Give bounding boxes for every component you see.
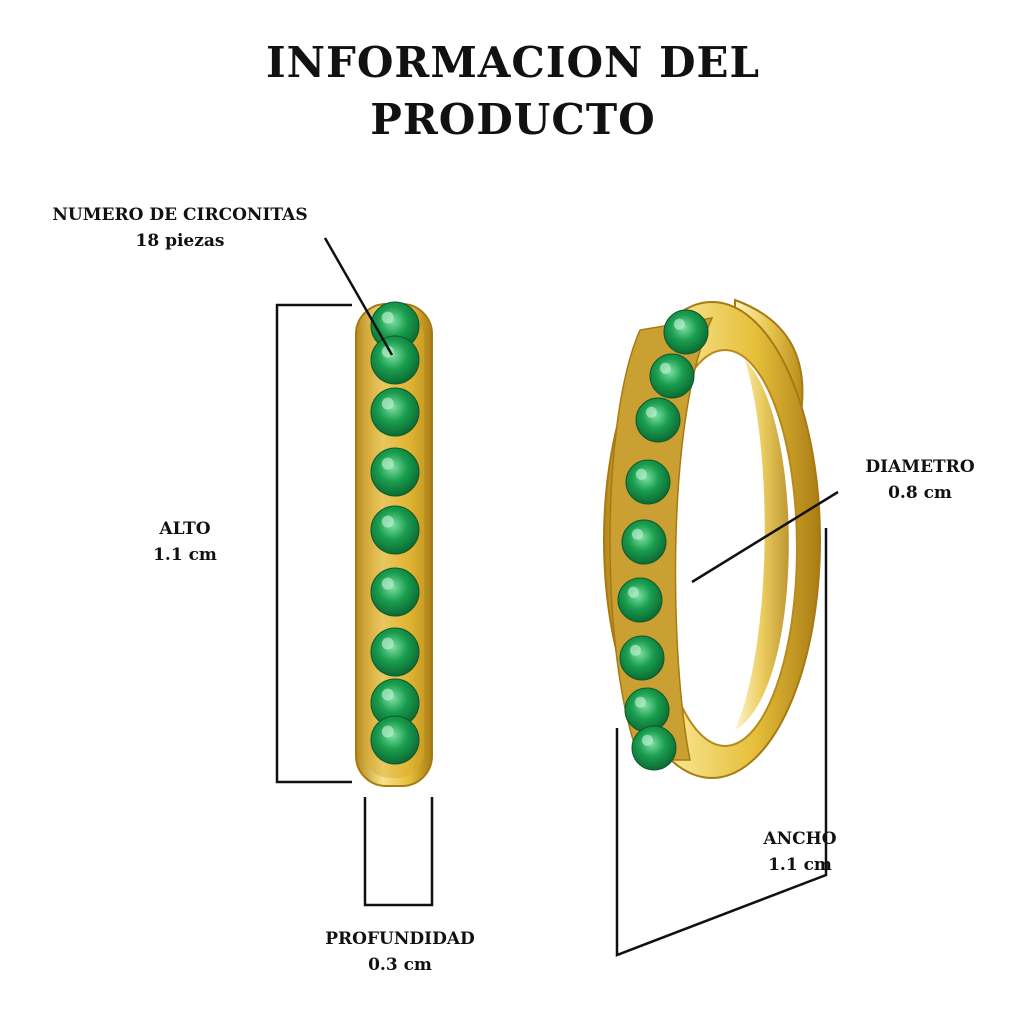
diametro-label-value: 0.8 cm (888, 483, 952, 503)
emerald-stone (370, 567, 420, 617)
page-title-line-1: INFORMACION DEL (265, 38, 761, 87)
circonitas-label: NUMERO DE CIRCONITAS 18 piezas (30, 202, 330, 254)
gem-highlight (635, 468, 647, 480)
emerald-stone (621, 519, 667, 565)
earring-hoop-view (603, 298, 821, 779)
gem-highlight (381, 577, 394, 590)
emerald-stone (370, 387, 420, 437)
gem-highlight (381, 725, 394, 738)
diametro-label: DIAMETRO 0.8 cm (840, 454, 1000, 506)
page-title-line-2: PRODUCTO (370, 95, 656, 144)
profundidad-label-name: PROFUNDIDAD (325, 929, 475, 949)
emerald-stone (663, 309, 709, 355)
alto-label-name: ALTO (159, 519, 211, 539)
profundidad-bracket (363, 797, 434, 907)
gem-highlight (659, 362, 671, 374)
ancho-label: ANCHO 1.1 cm (730, 826, 870, 878)
gem-highlight (381, 688, 394, 701)
gem-highlight (634, 696, 646, 708)
emerald-stone (370, 715, 420, 765)
gem-highlight (645, 406, 657, 418)
gem-highlight (381, 397, 394, 410)
emerald-stone (624, 687, 670, 733)
emerald-stone (635, 397, 681, 443)
gem-highlight (381, 457, 394, 470)
gem-highlight (381, 515, 394, 528)
gem-highlight (673, 318, 685, 330)
gem-highlight (631, 528, 643, 540)
emerald-stone (617, 577, 663, 623)
emerald-stone (370, 335, 420, 385)
emerald-stone (619, 635, 665, 681)
diametro-pointer-line (691, 490, 839, 584)
alto-label-value: 1.1 cm (153, 545, 217, 565)
emerald-stone (370, 627, 420, 677)
gem-highlight (641, 734, 653, 746)
diametro-label-name: DIAMETRO (865, 457, 975, 477)
ancho-label-value: 1.1 cm (768, 855, 832, 875)
ancho-bracket (615, 528, 828, 957)
gem-highlight (629, 644, 641, 656)
gem-highlight (381, 637, 394, 650)
emerald-stone (649, 353, 695, 399)
gem-highlight (381, 311, 394, 324)
measurement-lines (275, 237, 839, 957)
earring-front-view (355, 301, 433, 787)
circonitas-label-name: NUMERO DE CIRCONITAS (52, 205, 308, 225)
emerald-stone (631, 725, 677, 771)
emerald-stone (370, 447, 420, 497)
alto-label: ALTO 1.1 cm (120, 516, 250, 568)
emerald-stone (625, 459, 671, 505)
profundidad-label-value: 0.3 cm (368, 955, 432, 975)
circonitas-pointer-line (323, 237, 394, 356)
circonitas-label-value: 18 piezas (135, 231, 225, 251)
ancho-label-name: ANCHO (763, 829, 837, 849)
profundidad-label: PROFUNDIDAD 0.3 cm (300, 926, 500, 978)
emerald-stone (370, 505, 420, 555)
gem-highlight (627, 586, 639, 598)
alto-bracket (275, 303, 352, 784)
